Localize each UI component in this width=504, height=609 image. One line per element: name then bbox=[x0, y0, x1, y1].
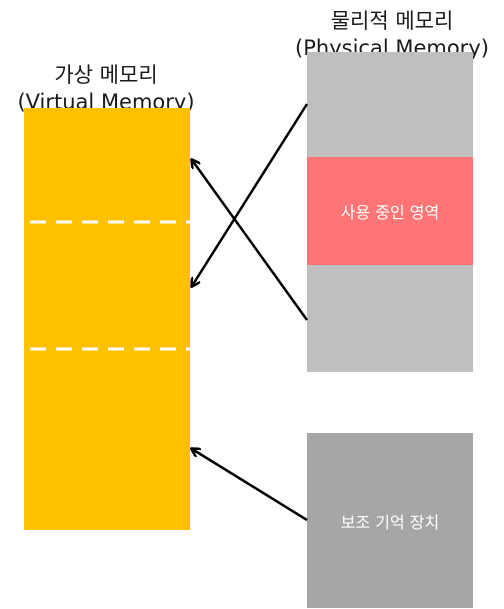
page-divider-top bbox=[30, 220, 190, 224]
arrow-physical-upper-to-virtual-page-middle bbox=[192, 103, 309, 286]
arrow-storage-to-virtual-page-bottom bbox=[192, 449, 308, 522]
secondary-storage-label: 보조 기억 장치 bbox=[340, 512, 440, 532]
in-use-region: 사용 중인 영역 bbox=[307, 157, 473, 265]
physical-memory-title-ko: 물리적 메모리 bbox=[330, 9, 454, 33]
virtual-memory-title-ko: 가상 메모리 bbox=[54, 63, 158, 87]
virtual-memory-block bbox=[24, 108, 190, 530]
page-divider-bottom bbox=[30, 347, 190, 351]
arrow-physical-lower-to-virtual-page-top bbox=[192, 160, 309, 321]
in-use-region-label: 사용 중인 영역 bbox=[340, 203, 440, 222]
secondary-storage-block: 보조 기억 장치 bbox=[307, 433, 473, 608]
